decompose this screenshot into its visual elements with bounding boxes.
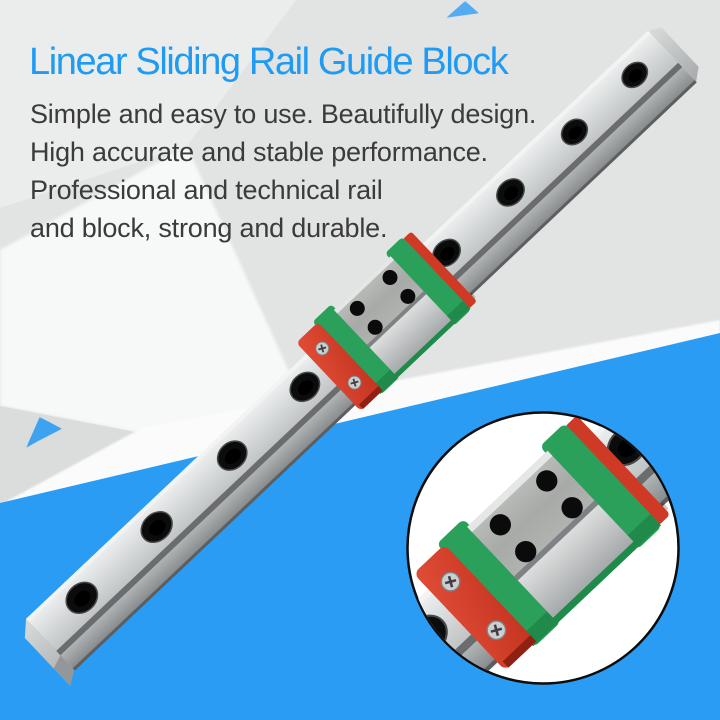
description-line: and block, strong and durable.	[30, 213, 388, 243]
product-description: Simple and easy to use. Beautifully desi…	[30, 95, 536, 247]
page-title: Linear Sliding Rail Guide Block	[29, 41, 509, 83]
description-line: Professional and technical rail	[30, 175, 383, 205]
description-line: Simple and easy to use. Beautifully desi…	[30, 99, 537, 129]
description-line: High accurate and stable performance.	[30, 137, 488, 167]
